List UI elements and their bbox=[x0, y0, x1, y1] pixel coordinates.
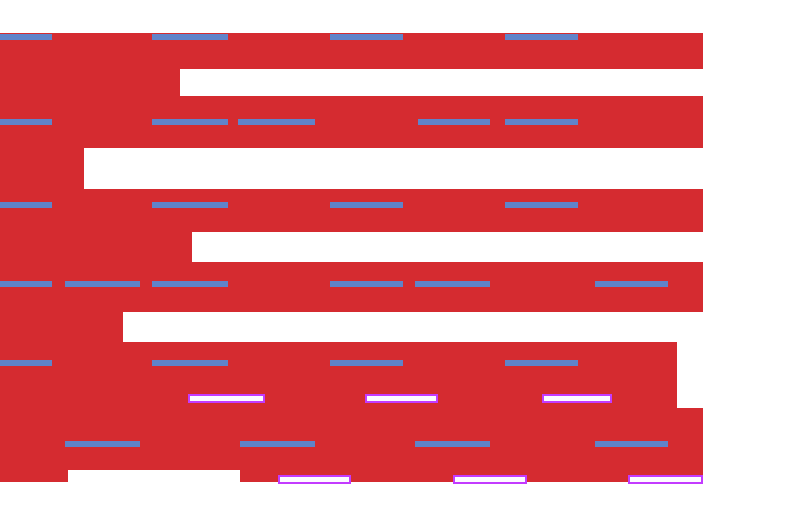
document-band-5 bbox=[0, 189, 703, 232]
redaction-bar-2-2[interactable] bbox=[152, 119, 228, 125]
redaction-bar-2-5[interactable] bbox=[505, 119, 578, 125]
redaction-bar-5-2[interactable] bbox=[152, 360, 228, 366]
redaction-bar-6-4[interactable] bbox=[595, 441, 668, 447]
redaction-bar-1-2[interactable] bbox=[152, 34, 228, 40]
document-band-3 bbox=[0, 96, 703, 148]
redaction-bar-5-4[interactable] bbox=[505, 360, 578, 366]
redaction-bar-3-4[interactable] bbox=[505, 202, 578, 208]
highlight-bar-2-3[interactable] bbox=[628, 475, 703, 484]
redaction-bar-2-3[interactable] bbox=[238, 119, 315, 125]
line-gap-4 bbox=[123, 312, 703, 342]
redaction-bar-3-2[interactable] bbox=[152, 202, 228, 208]
document-band-11 bbox=[0, 470, 68, 482]
redaction-bar-6-1[interactable] bbox=[65, 441, 140, 447]
line-gap-3 bbox=[192, 232, 703, 262]
line-gap-2 bbox=[84, 148, 703, 189]
document-band-8 bbox=[0, 312, 123, 342]
redaction-bar-6-2[interactable] bbox=[240, 441, 315, 447]
redaction-bar-1-4[interactable] bbox=[505, 34, 578, 40]
redaction-bar-4-3[interactable] bbox=[152, 281, 228, 287]
highlight-bar-2-1[interactable] bbox=[278, 475, 351, 484]
line-gap-1 bbox=[180, 69, 703, 96]
redaction-bar-4-2[interactable] bbox=[65, 281, 140, 287]
redaction-bar-2-1[interactable] bbox=[0, 119, 52, 125]
redaction-bar-4-1[interactable] bbox=[0, 281, 52, 287]
redaction-bar-4-4[interactable] bbox=[330, 281, 403, 287]
document-band-4 bbox=[0, 148, 84, 189]
document-band-2 bbox=[0, 69, 180, 96]
highlight-bar-1-1[interactable] bbox=[188, 394, 265, 403]
document-band-7 bbox=[0, 262, 703, 312]
redaction-bar-3-1[interactable] bbox=[0, 202, 52, 208]
redaction-bar-5-1[interactable] bbox=[0, 360, 52, 366]
redaction-bar-2-4[interactable] bbox=[418, 119, 490, 125]
redaction-bar-5-3[interactable] bbox=[330, 360, 403, 366]
line-gap-5 bbox=[677, 381, 703, 408]
redaction-bar-1-3[interactable] bbox=[330, 34, 403, 40]
redaction-bar-4-6[interactable] bbox=[595, 281, 668, 287]
highlight-bar-2-2[interactable] bbox=[453, 475, 527, 484]
highlight-bar-1-3[interactable] bbox=[542, 394, 612, 403]
redaction-bar-4-5[interactable] bbox=[415, 281, 490, 287]
line-gap-6 bbox=[68, 470, 240, 482]
redaction-bar-1-1[interactable] bbox=[0, 34, 52, 40]
highlight-bar-1-2[interactable] bbox=[365, 394, 438, 403]
document-band-6 bbox=[0, 232, 192, 262]
redaction-bar-6-3[interactable] bbox=[415, 441, 490, 447]
redaction-bar-3-3[interactable] bbox=[330, 202, 403, 208]
